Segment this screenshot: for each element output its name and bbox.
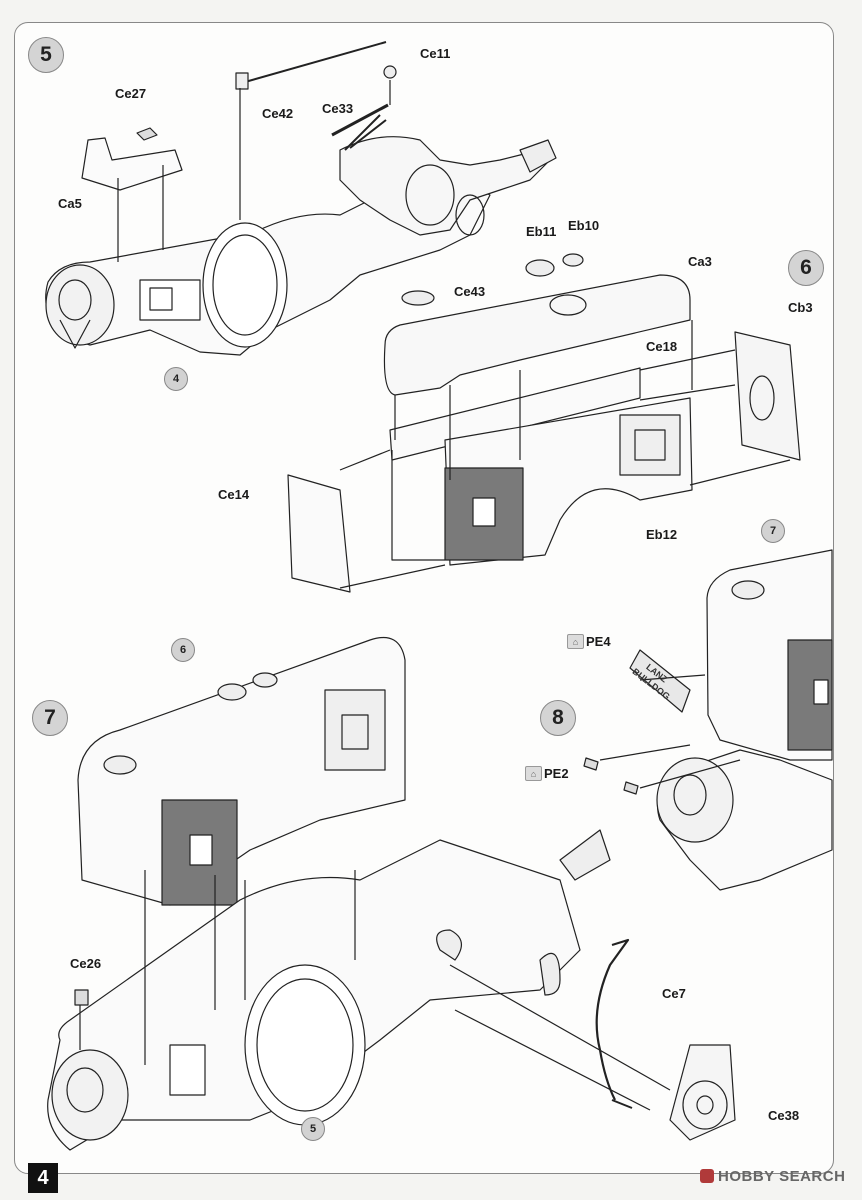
hobby-search-icon: [700, 1169, 714, 1183]
label-pe4: PE4: [586, 634, 611, 649]
label-ce7: Ce7: [662, 986, 686, 1001]
step6-hood-drawing: [287, 253, 801, 593]
page-number: 4: [28, 1163, 58, 1193]
label-cb3: Cb3: [788, 300, 813, 315]
label-ce27: Ce27: [115, 86, 147, 101]
label-ce11: Ce11: [420, 46, 451, 61]
label-ca5: Ca5: [58, 196, 82, 211]
hobby-search-watermark: HOBBY SEARCH: [700, 1168, 845, 1185]
label-eb12: Eb12: [646, 527, 678, 542]
step-8-badge: 8: [540, 700, 576, 736]
label-ce33: Ce33: [322, 101, 354, 116]
label-pe2: PE2: [544, 766, 569, 781]
step-7-badge: 7: [32, 700, 68, 736]
ref-7-badge: 7: [761, 519, 785, 543]
ref-6-badge: 6: [171, 638, 195, 662]
step-6-badge: 6: [788, 250, 824, 286]
label-ce18: Ce18: [646, 339, 678, 354]
label-ca3: Ca3: [688, 254, 712, 269]
photo-etch-icon: ⌂: [525, 766, 542, 781]
step-5-badge: 5: [28, 37, 64, 73]
label-ce43: Ce43: [454, 284, 486, 299]
label-ce38: Ce38: [768, 1108, 800, 1123]
label-eb11: Eb11: [526, 224, 557, 239]
photo-etch-icon: ⌂: [567, 634, 584, 649]
label-ce26: Ce26: [70, 956, 102, 971]
ref-5-badge: 5: [301, 1117, 325, 1141]
label-ce42: Ce42: [262, 106, 294, 121]
step7-assembly-drawing: [47, 636, 736, 1151]
step5-axle-drawing: [45, 41, 557, 356]
label-eb10: Eb10: [568, 218, 600, 233]
label-ce14: Ce14: [218, 487, 250, 502]
step8-front-drawing: [583, 549, 833, 891]
ref-4-badge: 4: [164, 367, 188, 391]
